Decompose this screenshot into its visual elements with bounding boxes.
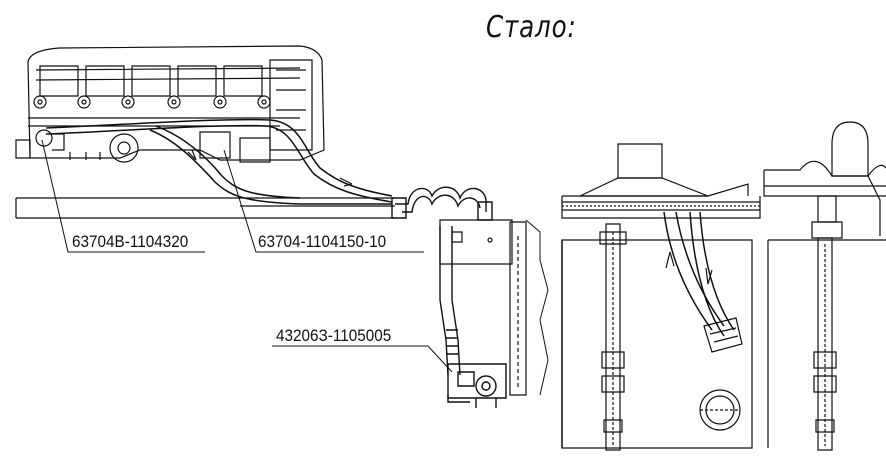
engine-assembly [16, 46, 324, 162]
hose-upper [46, 120, 392, 202]
callout-part-63704-1104150-10: 63704-1104150-10 [258, 232, 387, 251]
callout-part-63704v-1104320: 63704В-1104320 [72, 232, 189, 251]
section-view-right [764, 122, 886, 450]
callout-part-43206z-1105005: 43206З-1105005 [276, 326, 392, 345]
flow-arrow-1 [188, 150, 196, 160]
drawing-title: Стало: [486, 10, 577, 45]
corrugated-loop [392, 187, 492, 220]
flow-arrow-2 [340, 178, 352, 186]
frame-rail [16, 198, 395, 218]
leader-lines [42, 140, 452, 372]
hose-lower [150, 126, 392, 204]
bracket-plate [440, 220, 548, 395]
vertical-pipe [440, 226, 506, 408]
section-view-middle [562, 144, 760, 450]
